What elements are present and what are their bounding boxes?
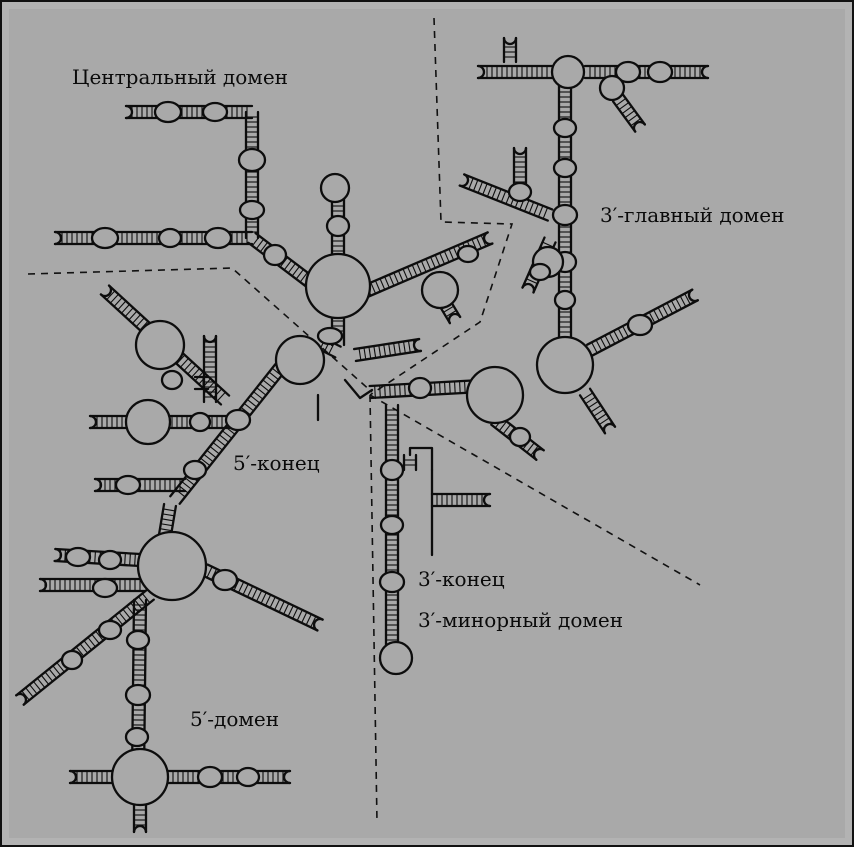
loop-13 [306, 254, 370, 318]
bulge-33 [162, 371, 182, 389]
helix-95 [460, 174, 552, 220]
helix-28 [170, 364, 284, 503]
bulge-92 [648, 62, 672, 82]
helix-90 [504, 38, 516, 62]
bulge-84 [553, 205, 577, 225]
label-3-major-domain: 3′-главный домен [600, 203, 784, 227]
helix-58 [168, 771, 290, 783]
single-strand-69 [410, 448, 432, 470]
bulge-76 [510, 428, 530, 446]
loop-77 [537, 337, 593, 393]
bulge-8 [205, 228, 231, 248]
bulge-6 [240, 201, 264, 219]
bulge-30 [184, 461, 206, 479]
bulge-40 [116, 476, 140, 494]
bulge-85 [554, 159, 576, 177]
bulge-60 [237, 768, 259, 786]
bulge-19 [458, 246, 478, 262]
loop-57 [112, 749, 168, 805]
bulge-59 [198, 767, 222, 787]
bulge-79 [628, 315, 652, 335]
loop-37 [126, 400, 170, 444]
bulge-47 [213, 570, 237, 590]
loop-93 [600, 76, 624, 100]
loop-23 [276, 336, 324, 384]
bulge-65 [381, 516, 403, 534]
bulge-22 [318, 328, 342, 344]
bulge-56 [126, 728, 148, 746]
loop-32 [136, 321, 184, 369]
divider-line [370, 395, 700, 585]
helix-94 [613, 94, 645, 131]
bulge-3 [203, 103, 227, 121]
bulge-66 [380, 572, 404, 592]
bulge-51 [99, 621, 121, 639]
bulge-44 [66, 548, 90, 566]
label-5-end: 5′-конец [233, 451, 320, 475]
divider-line [370, 18, 512, 395]
helix-68 [404, 455, 416, 470]
bulge-5 [239, 149, 265, 171]
label-5-domain: 5′-домен [190, 707, 279, 731]
helix-70 [432, 494, 490, 506]
label-central-domain: Центральный домен [72, 65, 288, 89]
divider-line [370, 395, 377, 822]
bulge-9 [159, 229, 181, 247]
bulge-52 [62, 651, 82, 669]
bulge-96 [509, 183, 531, 201]
loop-18 [422, 272, 458, 308]
helix-25 [354, 339, 421, 361]
loops [62, 56, 672, 805]
label-3-minor-domain: 3′-минорный домен [418, 608, 623, 632]
helix-61 [70, 771, 112, 783]
domain-labels: Центральный домен 3′-главный домен 5′-ко… [72, 65, 784, 731]
bulge-29 [226, 410, 250, 430]
bulge-49 [93, 579, 117, 597]
helix-88 [478, 66, 552, 78]
helix-80 [580, 389, 615, 434]
loop-74 [467, 367, 523, 423]
helix-1 [126, 106, 252, 118]
loop-67 [380, 642, 412, 674]
helix-34 [204, 336, 216, 402]
bulge-55 [126, 685, 150, 705]
loop-42 [138, 532, 206, 600]
bulge-15 [327, 216, 349, 236]
loop-87 [552, 56, 584, 88]
bulge-38 [190, 413, 210, 431]
label-3-end: 3′-конец [418, 567, 505, 591]
bulge-54 [127, 631, 149, 649]
loop-16 [321, 174, 349, 202]
bulge-100 [530, 264, 550, 280]
bulge-45 [99, 551, 121, 569]
bulge-86 [554, 119, 576, 137]
helices [16, 38, 708, 832]
helix-62 [134, 805, 146, 832]
bulge-73 [409, 378, 431, 398]
bulge-10 [92, 228, 118, 248]
helix-89 [585, 66, 708, 78]
bulge-82 [555, 291, 575, 309]
bulge-64 [381, 460, 403, 480]
single-strand-27 [345, 380, 372, 398]
bulge-2 [155, 102, 181, 122]
bulge-12 [264, 245, 286, 265]
